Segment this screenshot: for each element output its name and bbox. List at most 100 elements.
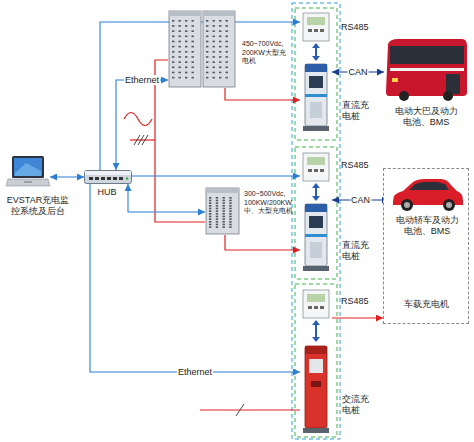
dc-charging-pile-picture-part bbox=[305, 234, 327, 237]
dc-charging-pile-picture-part bbox=[303, 266, 329, 271]
dc-charger-medium-picture-part bbox=[223, 200, 225, 202]
electric-bus-picture-part bbox=[446, 74, 460, 94]
dc-charger-medium-picture-part bbox=[223, 216, 225, 218]
dc-charger-medium-picture bbox=[205, 187, 240, 235]
dc-charger-large-picture-part bbox=[226, 56, 228, 58]
dc-charger-medium-picture-part bbox=[216, 221, 218, 223]
dc-charger-large-picture-part bbox=[213, 20, 215, 22]
electric-bus-picture bbox=[384, 38, 468, 102]
dc-charger-large-picture-part bbox=[213, 77, 215, 79]
dc-charging-pile-picture-part bbox=[305, 204, 327, 212]
dc-charger-large-picture-part bbox=[226, 36, 228, 38]
dc-charger-large-picture-part bbox=[192, 46, 194, 48]
node-label: EVSTAR充电监控系统及后台 bbox=[4, 195, 72, 217]
dc-charger-large-picture-part bbox=[213, 46, 215, 48]
network-hub-picture-part bbox=[85, 171, 132, 184]
dc-charger-large-picture-part bbox=[179, 61, 181, 63]
electric-car-picture-part bbox=[443, 199, 455, 211]
ac-charging-pile-picture-part bbox=[315, 323, 317, 339]
dc-charger-large-picture-part bbox=[179, 77, 181, 79]
edge-label: Ethernet bbox=[177, 367, 213, 377]
dc-charger-large-picture-part bbox=[206, 25, 208, 27]
node-label: 交流充电桩 bbox=[342, 394, 370, 416]
dc-charger-large-picture-part bbox=[185, 30, 187, 32]
dc-charger-large-picture-part bbox=[219, 46, 221, 48]
dc-charging-pile-picture-part bbox=[312, 183, 320, 188]
dc-charging-pile-picture-part bbox=[320, 169, 324, 172]
network-hub-picture-part bbox=[126, 177, 129, 180]
dc-charger-large-picture bbox=[168, 10, 236, 88]
monitor-laptop-picture-part bbox=[24, 181, 32, 183]
electric-bus-picture-part bbox=[386, 39, 467, 96]
dc-charger-large-picture-part bbox=[203, 11, 235, 87]
node-label: 电动大巴及动力电池、BMS bbox=[393, 106, 459, 128]
ac-supply-symbol-part bbox=[130, 139, 155, 140]
edge-label: CAN bbox=[347, 67, 368, 77]
dc-charger-large-picture-part bbox=[226, 41, 228, 43]
dc-charger-large-picture-part bbox=[226, 77, 228, 79]
connector bbox=[225, 88, 300, 100]
dc-charger-medium-picture-part bbox=[229, 205, 231, 207]
dc-charger-large-picture-part bbox=[226, 61, 228, 63]
dc-charging-pile-picture-part bbox=[303, 13, 329, 41]
dc-charger-large-picture-part bbox=[213, 67, 215, 69]
dc-charger-medium-picture-part bbox=[216, 216, 218, 218]
dc-charger-medium-picture-part bbox=[209, 224, 211, 226]
pile-column-part bbox=[295, 147, 337, 279]
dc-charger-large-picture-part bbox=[219, 25, 221, 27]
dc-charger-large-picture-part bbox=[179, 56, 181, 58]
dc-charger-medium: 300~500Vdc, 100KW/200KW 中、大型充电机 bbox=[205, 187, 240, 235]
dc-charger-large-picture-part bbox=[226, 30, 228, 32]
dc-charger-large-picture-part bbox=[172, 46, 174, 48]
dc-charger-medium-picture-part bbox=[229, 210, 231, 212]
dc-charger-large-picture-part bbox=[185, 25, 187, 27]
network-hub-picture bbox=[84, 170, 132, 184]
signal-name: RS485 bbox=[341, 22, 369, 32]
connector bbox=[332, 317, 383, 318]
dc-charging-pile-picture-part bbox=[312, 43, 320, 48]
dc-charger-medium-picture-part bbox=[209, 197, 211, 199]
dc-charger-large-picture-part bbox=[192, 77, 194, 79]
dc-charger-medium-picture-part bbox=[209, 202, 211, 204]
dc-charger-large-picture-part bbox=[169, 11, 201, 16]
dc-charger-large-picture-part bbox=[219, 30, 221, 32]
dc-charger-large-picture-part bbox=[169, 11, 201, 87]
dc-charger-large-picture-part bbox=[172, 61, 174, 63]
dc-charger-large-picture-part bbox=[172, 25, 174, 27]
dc-charger-large-picture-part bbox=[213, 36, 215, 38]
dc-charger-large-picture-part bbox=[192, 41, 194, 43]
dc-charger-large-picture-part bbox=[185, 46, 187, 48]
dc-charger-large-picture-part bbox=[192, 61, 194, 63]
dc-charger-medium-picture-part bbox=[223, 221, 225, 223]
dc-charger-large-picture-part bbox=[213, 51, 215, 53]
dc-charger-large-picture-part bbox=[206, 20, 208, 22]
connector bbox=[50, 176, 84, 177]
dc-charger-medium-picture-part bbox=[223, 226, 225, 228]
network-hub-picture-part bbox=[119, 177, 123, 180]
network-hub-picture-part bbox=[107, 177, 111, 180]
dc-charger-large-picture-part bbox=[219, 56, 221, 58]
dc-charger-large-picture-part bbox=[206, 41, 208, 43]
ac-charging-pile: 交流充电桩 bbox=[300, 289, 332, 434]
dc-charger-large-picture-part bbox=[172, 36, 174, 38]
dc-charging-pile-picture-part bbox=[312, 56, 320, 61]
electric-bus-picture-part bbox=[392, 78, 398, 82]
dc-charger-large-picture-part bbox=[179, 72, 181, 74]
dc-charger-large-picture-part bbox=[219, 36, 221, 38]
dc-charger-large-picture-part bbox=[192, 67, 194, 69]
monitor-laptop-picture-part bbox=[6, 179, 50, 186]
dc-charger-large-picture-part bbox=[213, 56, 215, 58]
dc-charger-large-picture-part bbox=[192, 30, 194, 32]
node-label: 电动轿车及动力电池、BMS bbox=[394, 215, 460, 237]
node-label: 车载充电机 bbox=[384, 299, 468, 310]
dc-charger-large-picture-part bbox=[219, 72, 221, 74]
ac-charging-pile-picture-part bbox=[320, 306, 324, 309]
dc-charging-pile-picture-part bbox=[309, 76, 323, 88]
dc-charger-large-picture-part bbox=[226, 46, 228, 48]
dc-charging-pile-picture-part bbox=[305, 64, 327, 126]
signal-name: RS485 bbox=[341, 160, 369, 170]
monitor-laptop: EVSTAR充电监控系统及后台 bbox=[6, 155, 50, 189]
monitor-laptop-picture bbox=[6, 155, 50, 189]
dc-charger-large-picture-part bbox=[213, 61, 215, 63]
